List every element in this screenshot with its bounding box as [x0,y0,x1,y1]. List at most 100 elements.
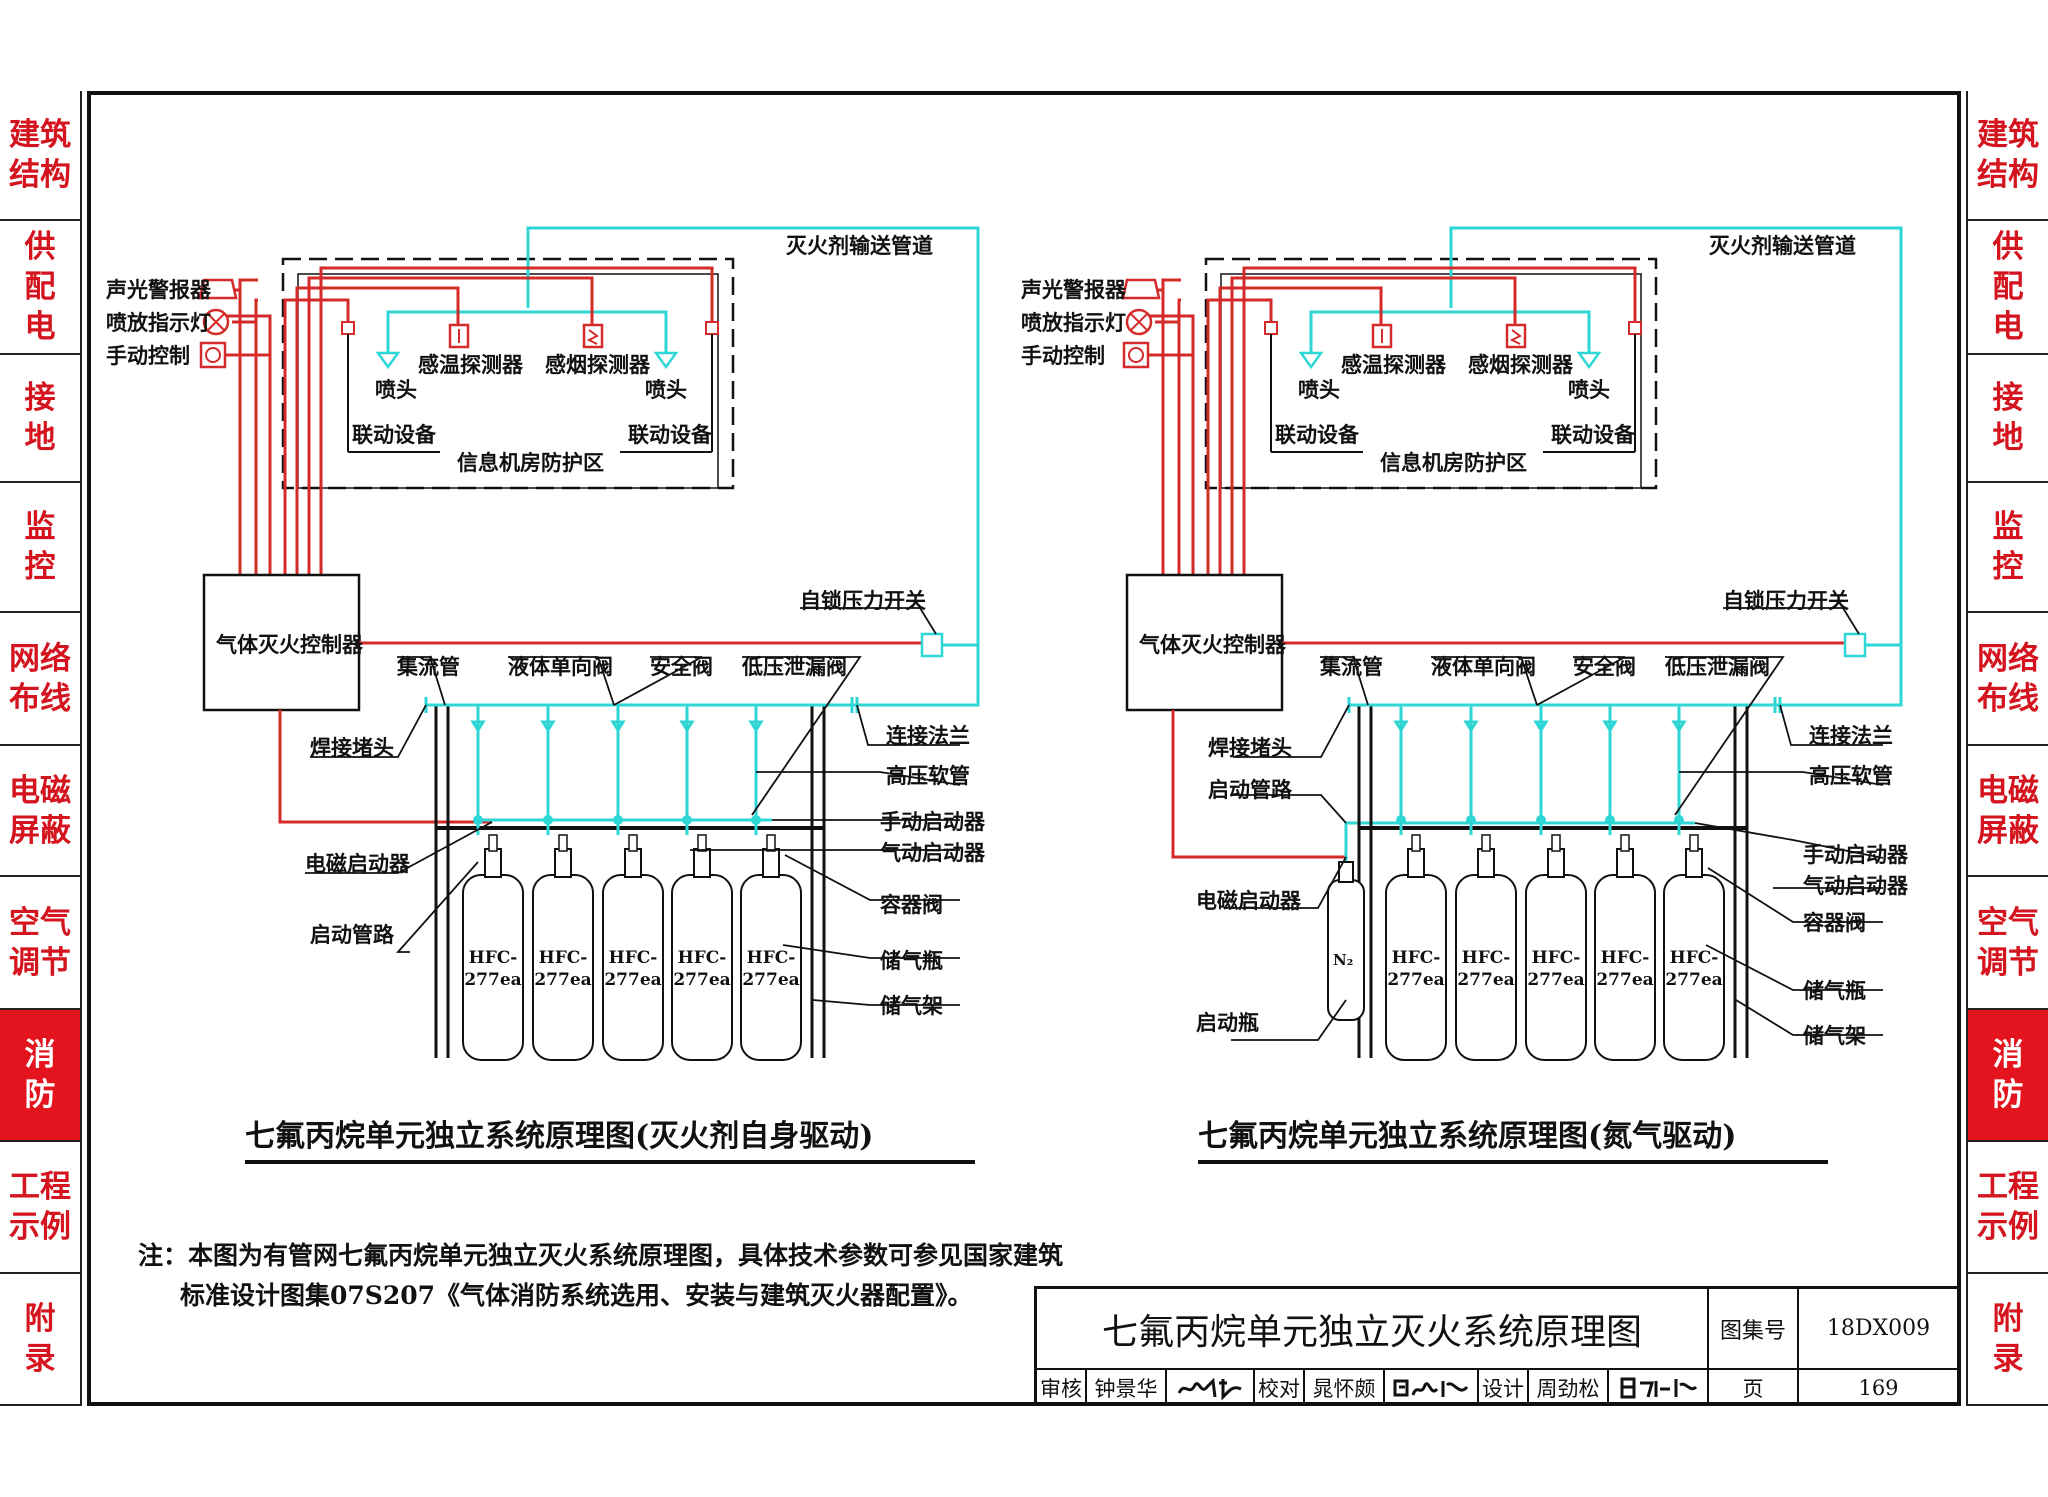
side-tab-left-3[interactable]: 接 地 [0,355,82,483]
title-block: 七氟丙烷单元独立灭火系统原理图 图集号 18DX009 审核 钟景华 校对 晁怀… [1034,1286,1961,1406]
cylinder-label: 277ea [1665,970,1722,990]
cylinder-label: HFC- [539,948,588,968]
label-solenoid-starter: 电磁启动器 [305,851,411,876]
title-block-title: 七氟丙烷单元独立灭火系统原理图 [1037,1289,1709,1370]
cylinder-label: HFC- [609,948,658,968]
label-cylinder: 储气瓶 [880,948,943,973]
label-hose: 高压软管 [1809,763,1893,788]
check-valve-icon [1602,720,1618,733]
reviewer-name: 钟景华 [1087,1370,1167,1406]
label-cylinder: 储气瓶 [1803,978,1866,1003]
side-tab-right-7[interactable]: 空气 调节 [1966,877,2048,1010]
reviewer-signature [1167,1370,1255,1406]
side-tab-right-5[interactable]: 网络 布线 [1966,613,2048,746]
label-nozzle-left: 喷头 [375,377,417,402]
label-temp-detector: 感温探测器 [418,352,524,377]
side-tab-right-8[interactable]: 消 防 [1966,1010,2048,1142]
label-pipe: 灭火剂输送管道 [786,233,933,258]
cylinder-label: HFC- [1601,948,1650,968]
side-tab-label: 监 控 [24,509,56,585]
check-valve-icon [748,720,764,733]
label-zone: 信息机房防护区 [1380,450,1527,475]
label-start-pipe: 启动管路 [1208,777,1293,802]
page-number: 169 [1858,1376,1899,1400]
check-valve-icon [679,720,695,733]
side-tab-left-2[interactable]: 供 配 电 [0,221,82,355]
side-tab-left-7[interactable]: 空气 调节 [0,877,82,1010]
label-linkage-left: 联动设备 [1275,422,1360,447]
check-valve-icon [1393,720,1409,733]
side-tab-label: 供 配 电 [24,229,56,345]
right-caption: 七氟丙烷单元独立系统原理图(氮气驱动) [1198,1119,1736,1154]
side-tab-left-6[interactable]: 电磁 屏蔽 [0,746,82,877]
side-tab-label: 建筑 结构 [9,117,71,193]
side-tab-right-9[interactable]: 工程 示例 [1966,1142,2048,1274]
label-temp-detector: 感温探测器 [1341,352,1447,377]
side-tab-left-4[interactable]: 监 控 [0,483,82,613]
side-tab-right-6[interactable]: 电磁 屏蔽 [1966,746,2048,877]
side-tab-label: 空气 调节 [1977,904,2039,981]
left-diagram-labels: 灭火剂输送管道 声光警报器 喷放指示灯 手动控制 感温探测器 感烟探测器 喷头 … [105,233,986,1154]
check-valve-icon [1533,720,1549,733]
side-tab-label: 消 防 [1992,1037,2024,1113]
check-valve-icon [1463,720,1479,733]
cylinder-label: 277ea [1527,970,1584,990]
label-solenoid-starter: 电磁启动器 [1196,888,1302,913]
label-n2: N₂ [1333,951,1353,969]
side-tab-left-9[interactable]: 工程 示例 [0,1142,82,1274]
side-tab-left-5[interactable]: 网络 布线 [0,613,82,746]
label-weld-plug: 焊接堵头 [1208,735,1292,760]
cylinder-label: 277ea [673,970,730,990]
side-tab-right-3[interactable]: 接 地 [1966,355,2048,483]
side-tab-label: 附 录 [24,1301,56,1377]
label-start-bottle: 启动瓶 [1196,1010,1259,1035]
side-tab-left-8[interactable]: 消 防 [0,1010,82,1142]
check-label: 校对 [1255,1370,1305,1406]
side-tab-label: 建筑 结构 [1977,117,2039,193]
side-tab-label: 电磁 屏蔽 [9,772,71,849]
right-diagram: HFC-277eaHFC-277eaHFC-277eaHFC-277eaHFC-… [1121,226,1903,1164]
label-hose: 高压软管 [886,763,970,788]
designer-name: 周劲松 [1529,1370,1609,1406]
label-zone: 信息机房防护区 [457,450,604,475]
cylinder-label: 277ea [604,970,661,990]
side-tab-right-1[interactable]: 建筑 结构 [1966,91,2048,221]
label-linkage-left: 联动设备 [352,422,437,447]
side-tab-left-1[interactable]: 建筑 结构 [0,91,82,221]
side-tab-label: 消 防 [24,1037,56,1113]
atlas-number: 18DX009 [1799,1289,1958,1370]
cylinder-label: 277ea [464,970,521,990]
label-flange: 连接法兰 [1809,723,1893,748]
cylinder-label: HFC- [1462,948,1511,968]
side-tab-left-10[interactable]: 附 录 [0,1274,82,1406]
side-tab-right-4[interactable]: 监 控 [1966,483,2048,613]
side-tab-right-2[interactable]: 供 配 电 [1966,221,2048,355]
design-label: 设计 [1479,1370,1529,1406]
side-tab-label: 工程 示例 [9,1169,71,1245]
side-tab-label: 工程 示例 [1977,1169,2039,1245]
side-tab-label: 接 地 [1992,380,2024,456]
label-rack: 储气架 [1803,1023,1866,1048]
cylinder-label: 277ea [1457,970,1514,990]
label-low-pressure-valve: 低压泄漏阀 [1664,654,1770,679]
label-low-pressure-valve: 低压泄漏阀 [741,654,847,679]
drawing-frame [87,91,1961,1406]
label-alarm: 声光警报器 [105,277,212,302]
side-tab-right-10[interactable]: 附 录 [1966,1274,2048,1406]
side-tab-label: 接 地 [24,380,56,456]
label-manual: 手动控制 [1021,343,1105,368]
label-linkage-right: 联动设备 [628,422,713,447]
side-tab-label: 供 配 电 [1992,229,2024,345]
cylinder-label: HFC- [678,948,727,968]
atlas-label: 图集号 [1709,1289,1799,1370]
label-pressure-switch: 自锁压力开关 [800,588,926,613]
checker-signature [1385,1370,1479,1406]
label-smoke-detector: 感烟探测器 [1468,352,1574,377]
label-smoke-detector: 感烟探测器 [545,352,651,377]
label-manual-starter: 手动启动器 [880,809,986,834]
label-manifold: 集流管 [396,654,460,679]
side-tab-label: 电磁 屏蔽 [1977,772,2039,849]
label-alarm: 声光警报器 [1020,277,1127,302]
label-start-pipe: 启动管路 [310,922,395,947]
check-valve-icon [610,720,626,733]
